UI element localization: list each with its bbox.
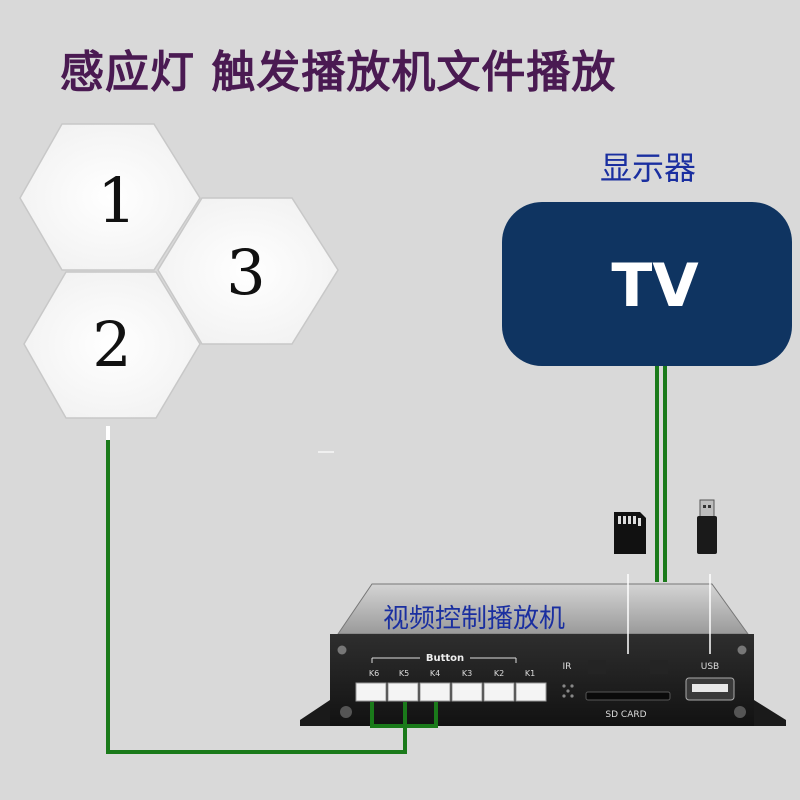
display-label: 显示器 — [600, 149, 697, 187]
port-label-k6: K6 — [369, 669, 379, 678]
video-player-box: Button K6 K5 K4 K3 K2 K1 IR — [300, 583, 786, 726]
ir-sensor — [562, 684, 574, 698]
wires — [106, 366, 667, 754]
hex-light-2: 2 — [23, 271, 201, 419]
port-k3 — [451, 682, 483, 702]
port-label-k1: K1 — [525, 669, 535, 678]
usb-label: USB — [701, 662, 719, 672]
sd-card-label: SD CARD — [605, 710, 646, 720]
port-label-k2: K2 — [494, 669, 504, 678]
hex-number-1: 1 — [97, 164, 136, 237]
port-k4 — [419, 682, 451, 702]
port-k6 — [355, 682, 387, 702]
port-label-k5: K5 — [399, 669, 409, 678]
player-label: 视频控制播放机 — [383, 604, 566, 634]
tv-display: TV — [502, 202, 792, 366]
port-label-k4: K4 — [430, 669, 440, 678]
port-k5 — [387, 682, 419, 702]
port-k1 — [515, 682, 547, 702]
hex-number-3: 3 — [226, 236, 265, 309]
hex-light-1: 1 — [19, 123, 201, 271]
usb-drive-icon — [697, 499, 717, 554]
hex-light-3: 3 — [157, 197, 339, 345]
ir-label: IR — [563, 662, 572, 672]
hex-number-2: 2 — [92, 308, 131, 381]
tv-label: TV — [611, 251, 699, 321]
sensor-wire — [106, 426, 407, 754]
sd-card-icon — [614, 512, 646, 554]
usb-port — [685, 677, 735, 701]
sd-card-slot — [585, 691, 671, 701]
button-header-label: Button — [426, 653, 464, 664]
port-connectors — [355, 682, 547, 702]
port-label-k3: K3 — [462, 669, 472, 678]
diagram-title: 感应灯 触发播放机文件播放 — [60, 47, 617, 98]
port-k2 — [483, 682, 515, 702]
